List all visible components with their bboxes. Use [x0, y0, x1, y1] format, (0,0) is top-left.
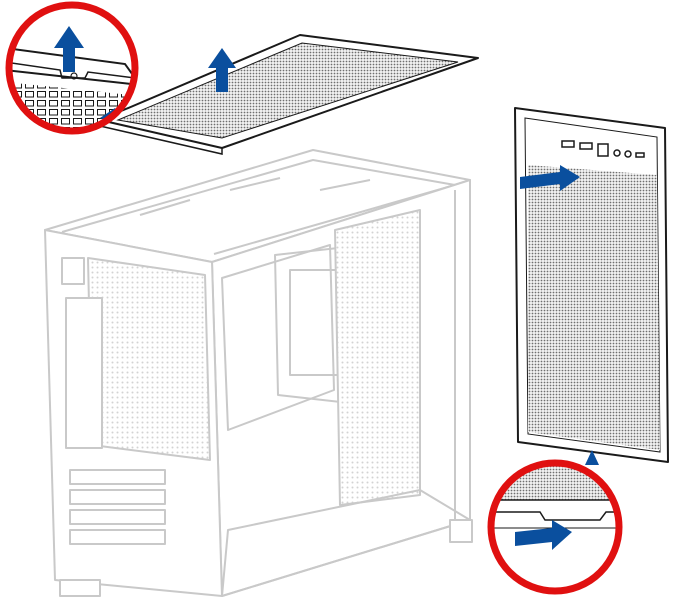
front-io-ports	[561, 140, 645, 158]
audio-jack-icon	[613, 149, 621, 157]
front-panel-bottom-detail	[487, 459, 623, 595]
front-usb-port-1	[561, 140, 575, 148]
top-panel-mesh	[116, 42, 459, 139]
interior-side-mesh	[334, 209, 421, 506]
push-in-arrow-front-panel	[520, 165, 580, 191]
lift-up-arrow-detail	[54, 26, 84, 72]
power-button-icon	[597, 143, 609, 157]
mic-jack-icon	[624, 150, 632, 158]
io-shield	[65, 297, 103, 449]
top-dust-filter-panel	[99, 34, 479, 155]
pc-case-chassis	[44, 149, 473, 597]
front-panel-mesh	[528, 165, 660, 450]
expansion-slots	[69, 469, 166, 545]
case-foot-left	[59, 579, 101, 597]
case-foot-right	[449, 519, 473, 543]
front-usb-port-2	[579, 142, 593, 150]
slide-in-arrow-bottom-detail	[515, 520, 572, 550]
front-panel-lift-tab-arrow	[585, 450, 599, 465]
motherboard-tray	[221, 244, 335, 431]
reset-button-icon	[635, 152, 645, 158]
power-supply-socket	[61, 257, 85, 285]
arrows-group	[208, 48, 599, 465]
rear-mesh-area	[87, 257, 211, 461]
lift-up-arrow-top-panel	[208, 48, 236, 92]
case-top-inner-rim	[61, 159, 456, 255]
front-panel	[514, 107, 669, 463]
